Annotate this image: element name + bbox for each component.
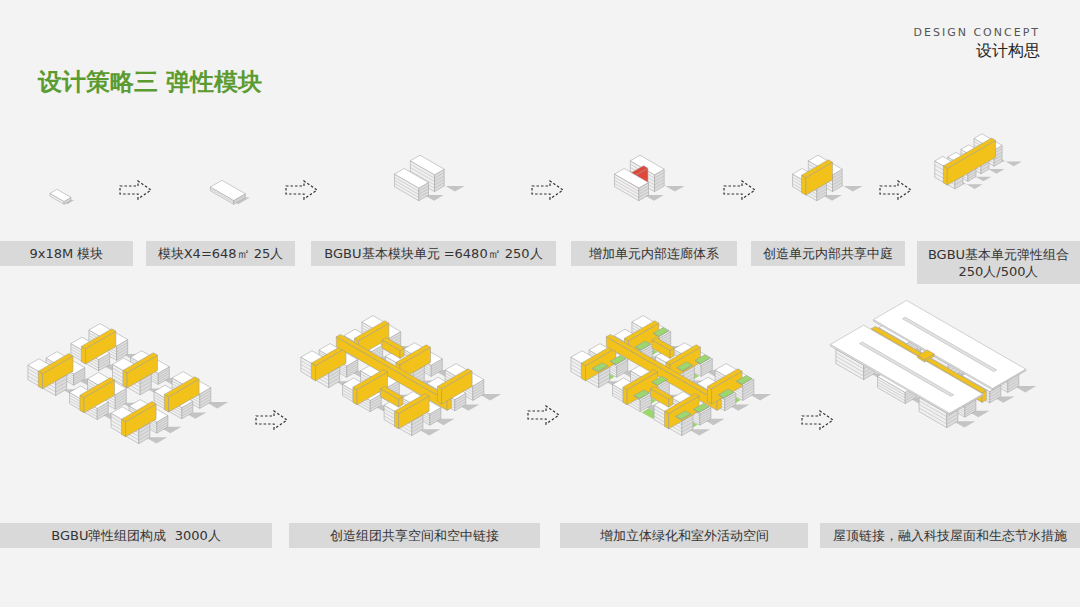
step-arrow bbox=[532, 181, 563, 199]
block-front-face bbox=[122, 419, 126, 437]
block-top-face bbox=[437, 369, 472, 389]
floor-line bbox=[615, 184, 649, 198]
block-top-face bbox=[707, 369, 742, 389]
block-top-face bbox=[695, 355, 710, 364]
block-top-face bbox=[353, 370, 388, 390]
block-top-face bbox=[122, 402, 157, 422]
header-chinese: 设计构思 bbox=[976, 41, 1040, 62]
block-top-face bbox=[665, 394, 700, 414]
floor-line bbox=[395, 177, 429, 191]
block-top-face bbox=[652, 338, 674, 351]
roof-slab bbox=[830, 325, 982, 413]
step-label-text: 9x18M 模块 bbox=[30, 245, 104, 262]
block-top-face bbox=[81, 329, 116, 349]
step-arrow bbox=[256, 411, 287, 429]
roof-skylight bbox=[860, 342, 954, 396]
block-top-face bbox=[80, 378, 115, 398]
block-top-face bbox=[624, 321, 659, 341]
block-top-face bbox=[676, 411, 691, 420]
block-front-face bbox=[336, 337, 447, 411]
step-arrow bbox=[120, 181, 151, 199]
step-label-band: 增加单元内部连廊体系 bbox=[571, 241, 737, 266]
step-label-text: 创造单元内部共享中庭 bbox=[763, 245, 893, 262]
block-front-face bbox=[437, 386, 441, 404]
block-top-face bbox=[50, 189, 71, 201]
block-top-face bbox=[651, 386, 673, 399]
block-top-face bbox=[719, 389, 734, 398]
block-top-face bbox=[210, 180, 245, 200]
step-label-text: 屋顶链接，融入科技屋面和生态节水措施 bbox=[833, 527, 1067, 544]
block-top-face bbox=[737, 376, 752, 385]
block-front-face bbox=[606, 337, 717, 411]
block-front-face bbox=[311, 363, 315, 381]
step-label-text: 增加立体绿化和室外活动空间 bbox=[600, 527, 769, 544]
block-top-face bbox=[592, 363, 607, 372]
floor-line bbox=[395, 180, 429, 194]
block-front-face bbox=[623, 387, 627, 405]
step-label-band: BGBU基本模块单元 =6480㎡ 250人 bbox=[311, 241, 556, 266]
block-front-face bbox=[581, 363, 585, 381]
block-top-face bbox=[123, 353, 158, 373]
step-label-text: 创造组团共享空间和空中链接 bbox=[330, 527, 499, 544]
block-top-face bbox=[410, 155, 444, 175]
block-front-face bbox=[80, 395, 84, 413]
step-arrow bbox=[724, 181, 755, 199]
block-top-face bbox=[396, 345, 431, 365]
block-top-face bbox=[610, 356, 625, 365]
block-top-face bbox=[623, 370, 658, 390]
block-front-face bbox=[943, 166, 947, 185]
step-label-band: 增加立体绿化和室外活动空间 bbox=[560, 523, 808, 548]
step-arrow bbox=[880, 181, 911, 199]
block-front-face bbox=[395, 411, 399, 429]
step-label-text: 模块X4=648㎡ 25人 bbox=[158, 245, 284, 262]
floor-line bbox=[210, 189, 245, 203]
block-front-face bbox=[802, 175, 806, 195]
block-top-face bbox=[395, 394, 430, 414]
block-front-face bbox=[707, 386, 711, 404]
header-english: DESIGN CONCEPT bbox=[914, 26, 1040, 39]
step-label-band: 创造组团共享空间和空中链接 bbox=[289, 523, 540, 548]
block-front-face bbox=[164, 394, 168, 412]
step-label-text: BGBU弹性组团构成 3000人 bbox=[51, 527, 221, 544]
block-top-face bbox=[694, 404, 709, 413]
block-top-face bbox=[38, 354, 73, 374]
block-top-face bbox=[802, 160, 833, 178]
block-top-face bbox=[354, 321, 389, 341]
step-arrow bbox=[286, 181, 317, 199]
step-arrow bbox=[528, 406, 559, 424]
block-top-face bbox=[164, 377, 199, 397]
floor-line bbox=[395, 184, 429, 198]
block-front-face bbox=[123, 370, 127, 388]
step-label-band: BGBU弹性组团构成 3000人 bbox=[0, 523, 272, 548]
block-front-face bbox=[81, 346, 85, 364]
block-top-face bbox=[382, 338, 404, 351]
step-label-band: 9x18M 模块 bbox=[0, 241, 133, 266]
block-top-face bbox=[653, 328, 668, 337]
block-top-face bbox=[635, 341, 650, 350]
block-top-face bbox=[666, 345, 701, 365]
block-top-face bbox=[652, 376, 667, 385]
step-label-band: BGBU基本单元弹性组合 250人/500人 bbox=[917, 241, 1080, 284]
step-label-text: BGBU基本单元弹性组合 250人/500人 bbox=[923, 246, 1074, 280]
step-label-band: 模块X4=648㎡ 25人 bbox=[146, 241, 295, 266]
block-top-face bbox=[918, 350, 935, 360]
step-arrow bbox=[802, 411, 833, 429]
block-top-face bbox=[381, 386, 403, 399]
block-top-face bbox=[634, 390, 649, 399]
block-top-face bbox=[615, 169, 649, 189]
step-label-band: 屋顶链接，融入科技屋面和生态节水措施 bbox=[820, 523, 1080, 548]
slide-title: 设计策略三 弹性模块 bbox=[38, 66, 262, 98]
block-top-face bbox=[677, 362, 692, 371]
step-label-band: 创造单元内部共享中庭 bbox=[751, 241, 905, 266]
step-label-text: BGBU基本模块单元 =6480㎡ 250人 bbox=[324, 245, 542, 262]
block-top-face bbox=[943, 138, 995, 168]
floor-line bbox=[615, 180, 649, 194]
floor-line bbox=[615, 177, 649, 191]
block-front-face bbox=[38, 371, 42, 389]
step-label-text: 增加单元内部连廊体系 bbox=[589, 245, 719, 262]
block-front-face bbox=[665, 411, 669, 429]
block-front-face bbox=[353, 387, 357, 405]
block-top-face bbox=[395, 169, 429, 189]
